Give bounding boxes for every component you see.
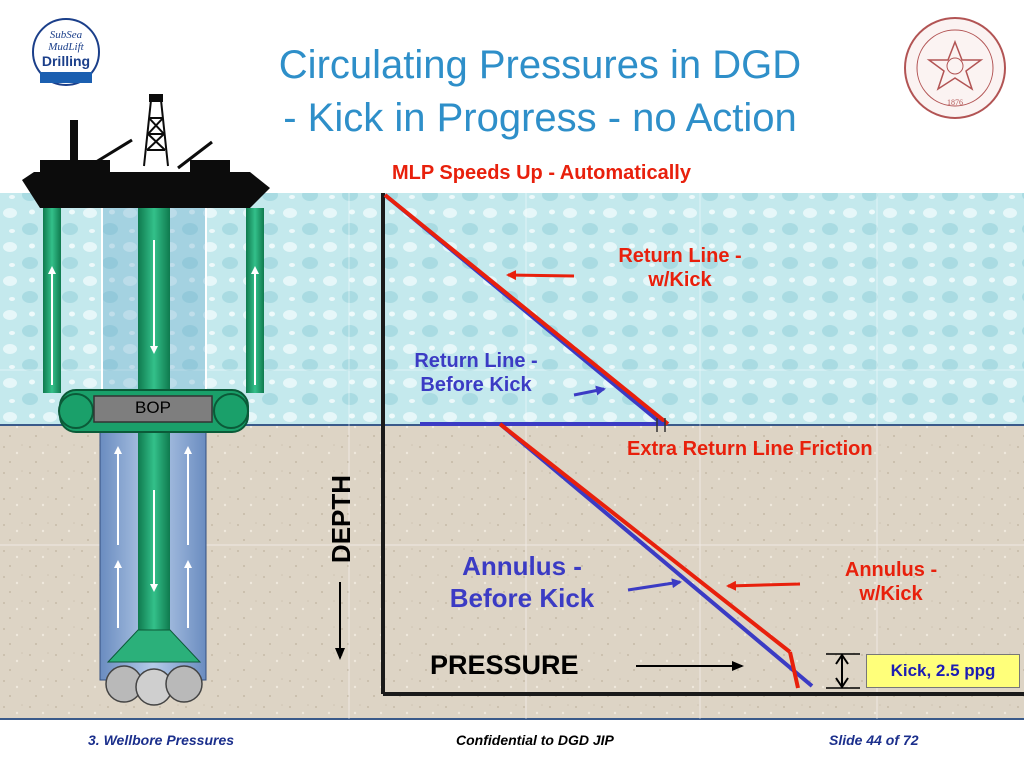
depth-axis-label: DEPTH bbox=[326, 474, 356, 564]
label-annulus-kick: Annulus - w/Kick bbox=[844, 559, 938, 605]
svg-text:MudLift: MudLift bbox=[47, 41, 84, 53]
water-background bbox=[0, 193, 1024, 425]
footer-slide-number: Slide 44 of 72 bbox=[829, 732, 919, 748]
footer-section: 3. Wellbore Pressures bbox=[88, 732, 235, 748]
drill-bit bbox=[105, 629, 203, 706]
kick-bracket bbox=[826, 653, 860, 689]
svg-text:Drilling: Drilling bbox=[42, 53, 90, 69]
kick-info-box: Kick, 2.5 ppg bbox=[866, 654, 1020, 688]
pressure-lines bbox=[383, 193, 814, 689]
university-seal-logo: 1876 bbox=[904, 17, 1006, 119]
title-line-1: Circulating Pressures in DGD bbox=[278, 43, 802, 87]
subsea-mudlift-logo: SubSea MudLift Drilling bbox=[32, 18, 100, 86]
label-return-line-kick: Return Line - w/Kick bbox=[618, 245, 742, 291]
label-annulus-before: Annulus - Before Kick bbox=[449, 551, 595, 613]
graph-axes bbox=[381, 193, 1024, 696]
title-line-2: - Kick in Progress - no Action bbox=[283, 96, 797, 140]
label-return-line-before: Return Line - Before Kick bbox=[414, 350, 538, 396]
pressure-axis-label: PRESSURE bbox=[430, 650, 579, 680]
footer-confidential: Confidential to DGD JIP bbox=[456, 732, 614, 748]
drilling-vessel bbox=[22, 94, 270, 208]
svg-text:1876: 1876 bbox=[947, 98, 963, 107]
bop-stack bbox=[58, 389, 249, 433]
bop-label: BOP bbox=[135, 398, 171, 417]
subtitle: MLP Speeds Up - Automatically bbox=[392, 162, 691, 184]
label-extra-friction: Extra Return Line Friction bbox=[627, 438, 873, 460]
svg-text:SubSea: SubSea bbox=[50, 29, 83, 41]
